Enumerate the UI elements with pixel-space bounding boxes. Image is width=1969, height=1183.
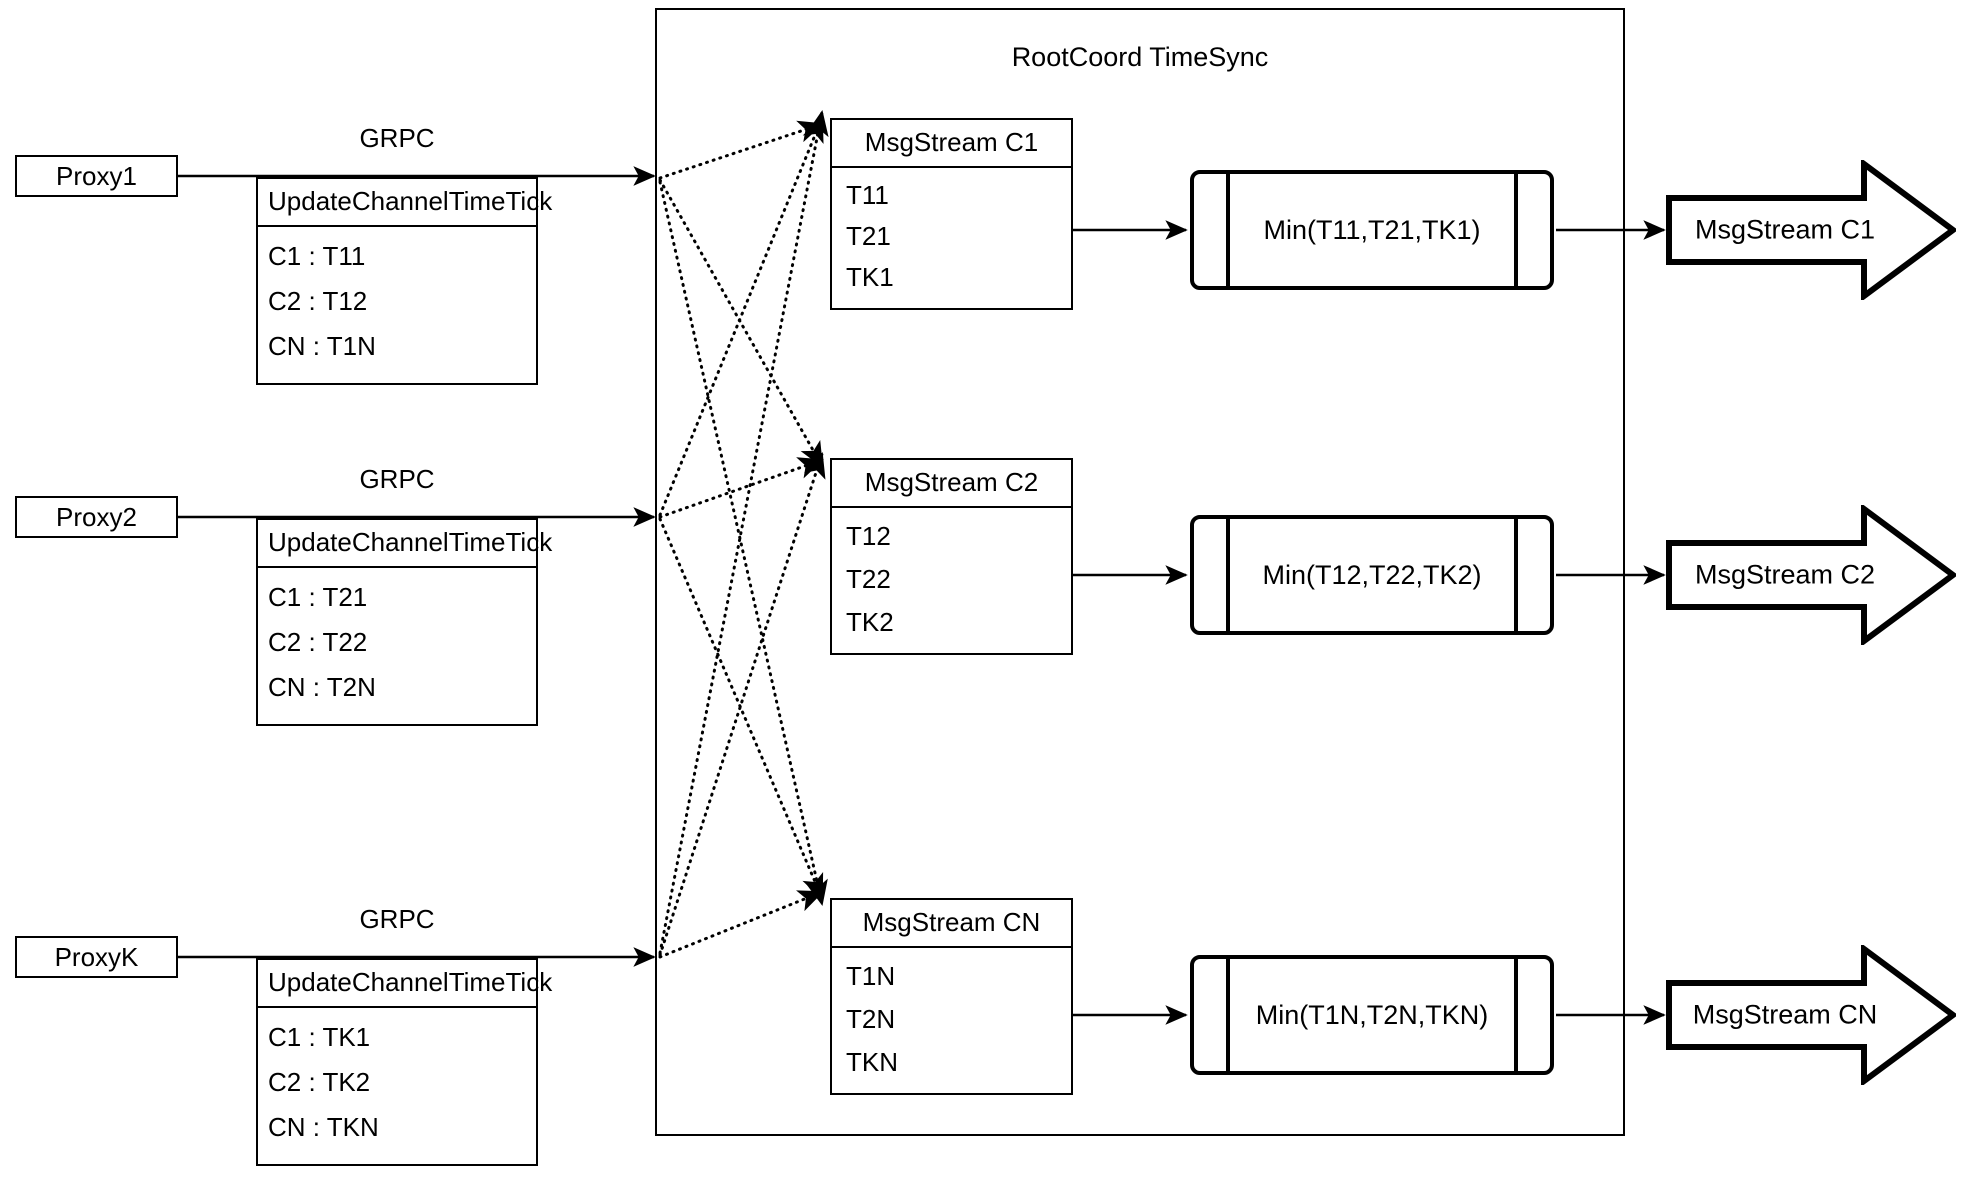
msgstream-table-title: MsgStream C1 (832, 120, 1071, 168)
msgstream-tick: TK2 (846, 606, 894, 637)
rootcoord-timesync-title: RootCoord TimeSync (1011, 42, 1269, 72)
msgstream-tick-list: T11 T21 TK1 (832, 168, 1071, 308)
min-expression: Min(T1N,T2N,TKN) (1255, 999, 1489, 1030)
msgstream-tick: TKN (846, 1046, 898, 1077)
msgstream-tick: T11 (846, 179, 889, 210)
uct-entry: CN : T2N (268, 672, 376, 703)
output-stream-label: MsgStream CN (1692, 999, 1878, 1030)
uct-entry-list: C1 : TK1 C2 : TK2 CN : TKN (258, 1008, 536, 1164)
uct-method-name: UpdateChannelTimeTick (258, 520, 552, 568)
output-block-arrow-3: MsgStream CN (1666, 945, 1956, 1085)
process-divider-right (1514, 174, 1518, 286)
uct-entry: C1 : T21 (268, 581, 368, 612)
proxy-label: Proxy1 (56, 161, 137, 191)
uct-entry: CN : TKN (268, 1112, 379, 1143)
output-stream-label: MsgStream C1 (1694, 214, 1876, 245)
msgstream-tick: T12 (846, 520, 891, 551)
process-divider-left (1226, 959, 1230, 1071)
uct-method-name: UpdateChannelTimeTick (258, 960, 552, 1008)
grpc-label-3: GRPC (359, 904, 435, 934)
msgstream-tick: T1N (846, 960, 896, 991)
uct-entry: CN : T1N (268, 331, 376, 362)
msgstream-tick: TK1 (846, 262, 894, 293)
msgstream-table-title: MsgStream CN (832, 900, 1071, 948)
msgstream-table-3: MsgStream CN T1N T2N TKN (830, 898, 1073, 1095)
process-divider-left (1226, 519, 1230, 631)
update-channel-timetick-box-2: UpdateChannelTimeTick C1 : T21 C2 : T22 … (256, 518, 552, 726)
min-process-1: Min(T11,T21,TK1) (1190, 170, 1554, 290)
uct-entry-list: C1 : T21 C2 : T22 CN : T2N (258, 568, 536, 724)
msgstream-table-title: MsgStream C2 (832, 460, 1071, 508)
uct-entry: C2 : T12 (268, 285, 368, 316)
process-divider-left (1226, 174, 1230, 286)
uct-entry: C1 : TK1 (268, 1021, 371, 1052)
proxy-box-2[interactable]: Proxy2 (15, 496, 178, 538)
output-block-arrow-2: MsgStream C2 (1666, 505, 1956, 645)
proxy-box-1[interactable]: Proxy1 (15, 155, 178, 197)
uct-entry: C2 : T22 (268, 626, 368, 657)
update-channel-timetick-box-3: UpdateChannelTimeTick C1 : TK1 C2 : TK2 … (256, 958, 552, 1166)
msgstream-tick-list: T12 T22 TK2 (832, 508, 1071, 653)
uct-entry-list: C1 : T11 C2 : T12 CN : T1N (258, 227, 536, 383)
msgstream-table-2: MsgStream C2 T12 T22 TK2 (830, 458, 1073, 655)
rootcoord-timesync-container (655, 8, 1625, 1136)
msgstream-tick: T21 (846, 220, 891, 251)
proxy-label: ProxyK (54, 942, 139, 972)
msgstream-tick-list: T1N T2N TKN (832, 948, 1071, 1093)
min-expression: Min(T11,T21,TK1) (1263, 214, 1481, 245)
update-channel-timetick-box-1: UpdateChannelTimeTick C1 : T11 C2 : T12 … (256, 177, 552, 385)
msgstream-tick: T22 (846, 563, 891, 594)
process-divider-right (1514, 959, 1518, 1071)
uct-entry: C2 : TK2 (268, 1066, 371, 1097)
output-block-arrow-1: MsgStream C1 (1666, 160, 1956, 300)
msgstream-tick: T2N (846, 1003, 896, 1034)
output-stream-label: MsgStream C2 (1694, 559, 1876, 590)
uct-method-name: UpdateChannelTimeTick (258, 179, 552, 227)
grpc-label-2: GRPC (359, 464, 435, 494)
proxy-label: Proxy2 (56, 502, 137, 532)
msgstream-table-1: MsgStream C1 T11 T21 TK1 (830, 118, 1073, 310)
min-expression: Min(T12,T22,TK2) (1262, 559, 1482, 590)
min-process-3: Min(T1N,T2N,TKN) (1190, 955, 1554, 1075)
proxy-box-3[interactable]: ProxyK (15, 936, 178, 978)
process-divider-right (1514, 519, 1518, 631)
uct-entry: C1 : T11 (268, 240, 366, 271)
min-process-2: Min(T12,T22,TK2) (1190, 515, 1554, 635)
grpc-label-1: GRPC (359, 123, 435, 153)
